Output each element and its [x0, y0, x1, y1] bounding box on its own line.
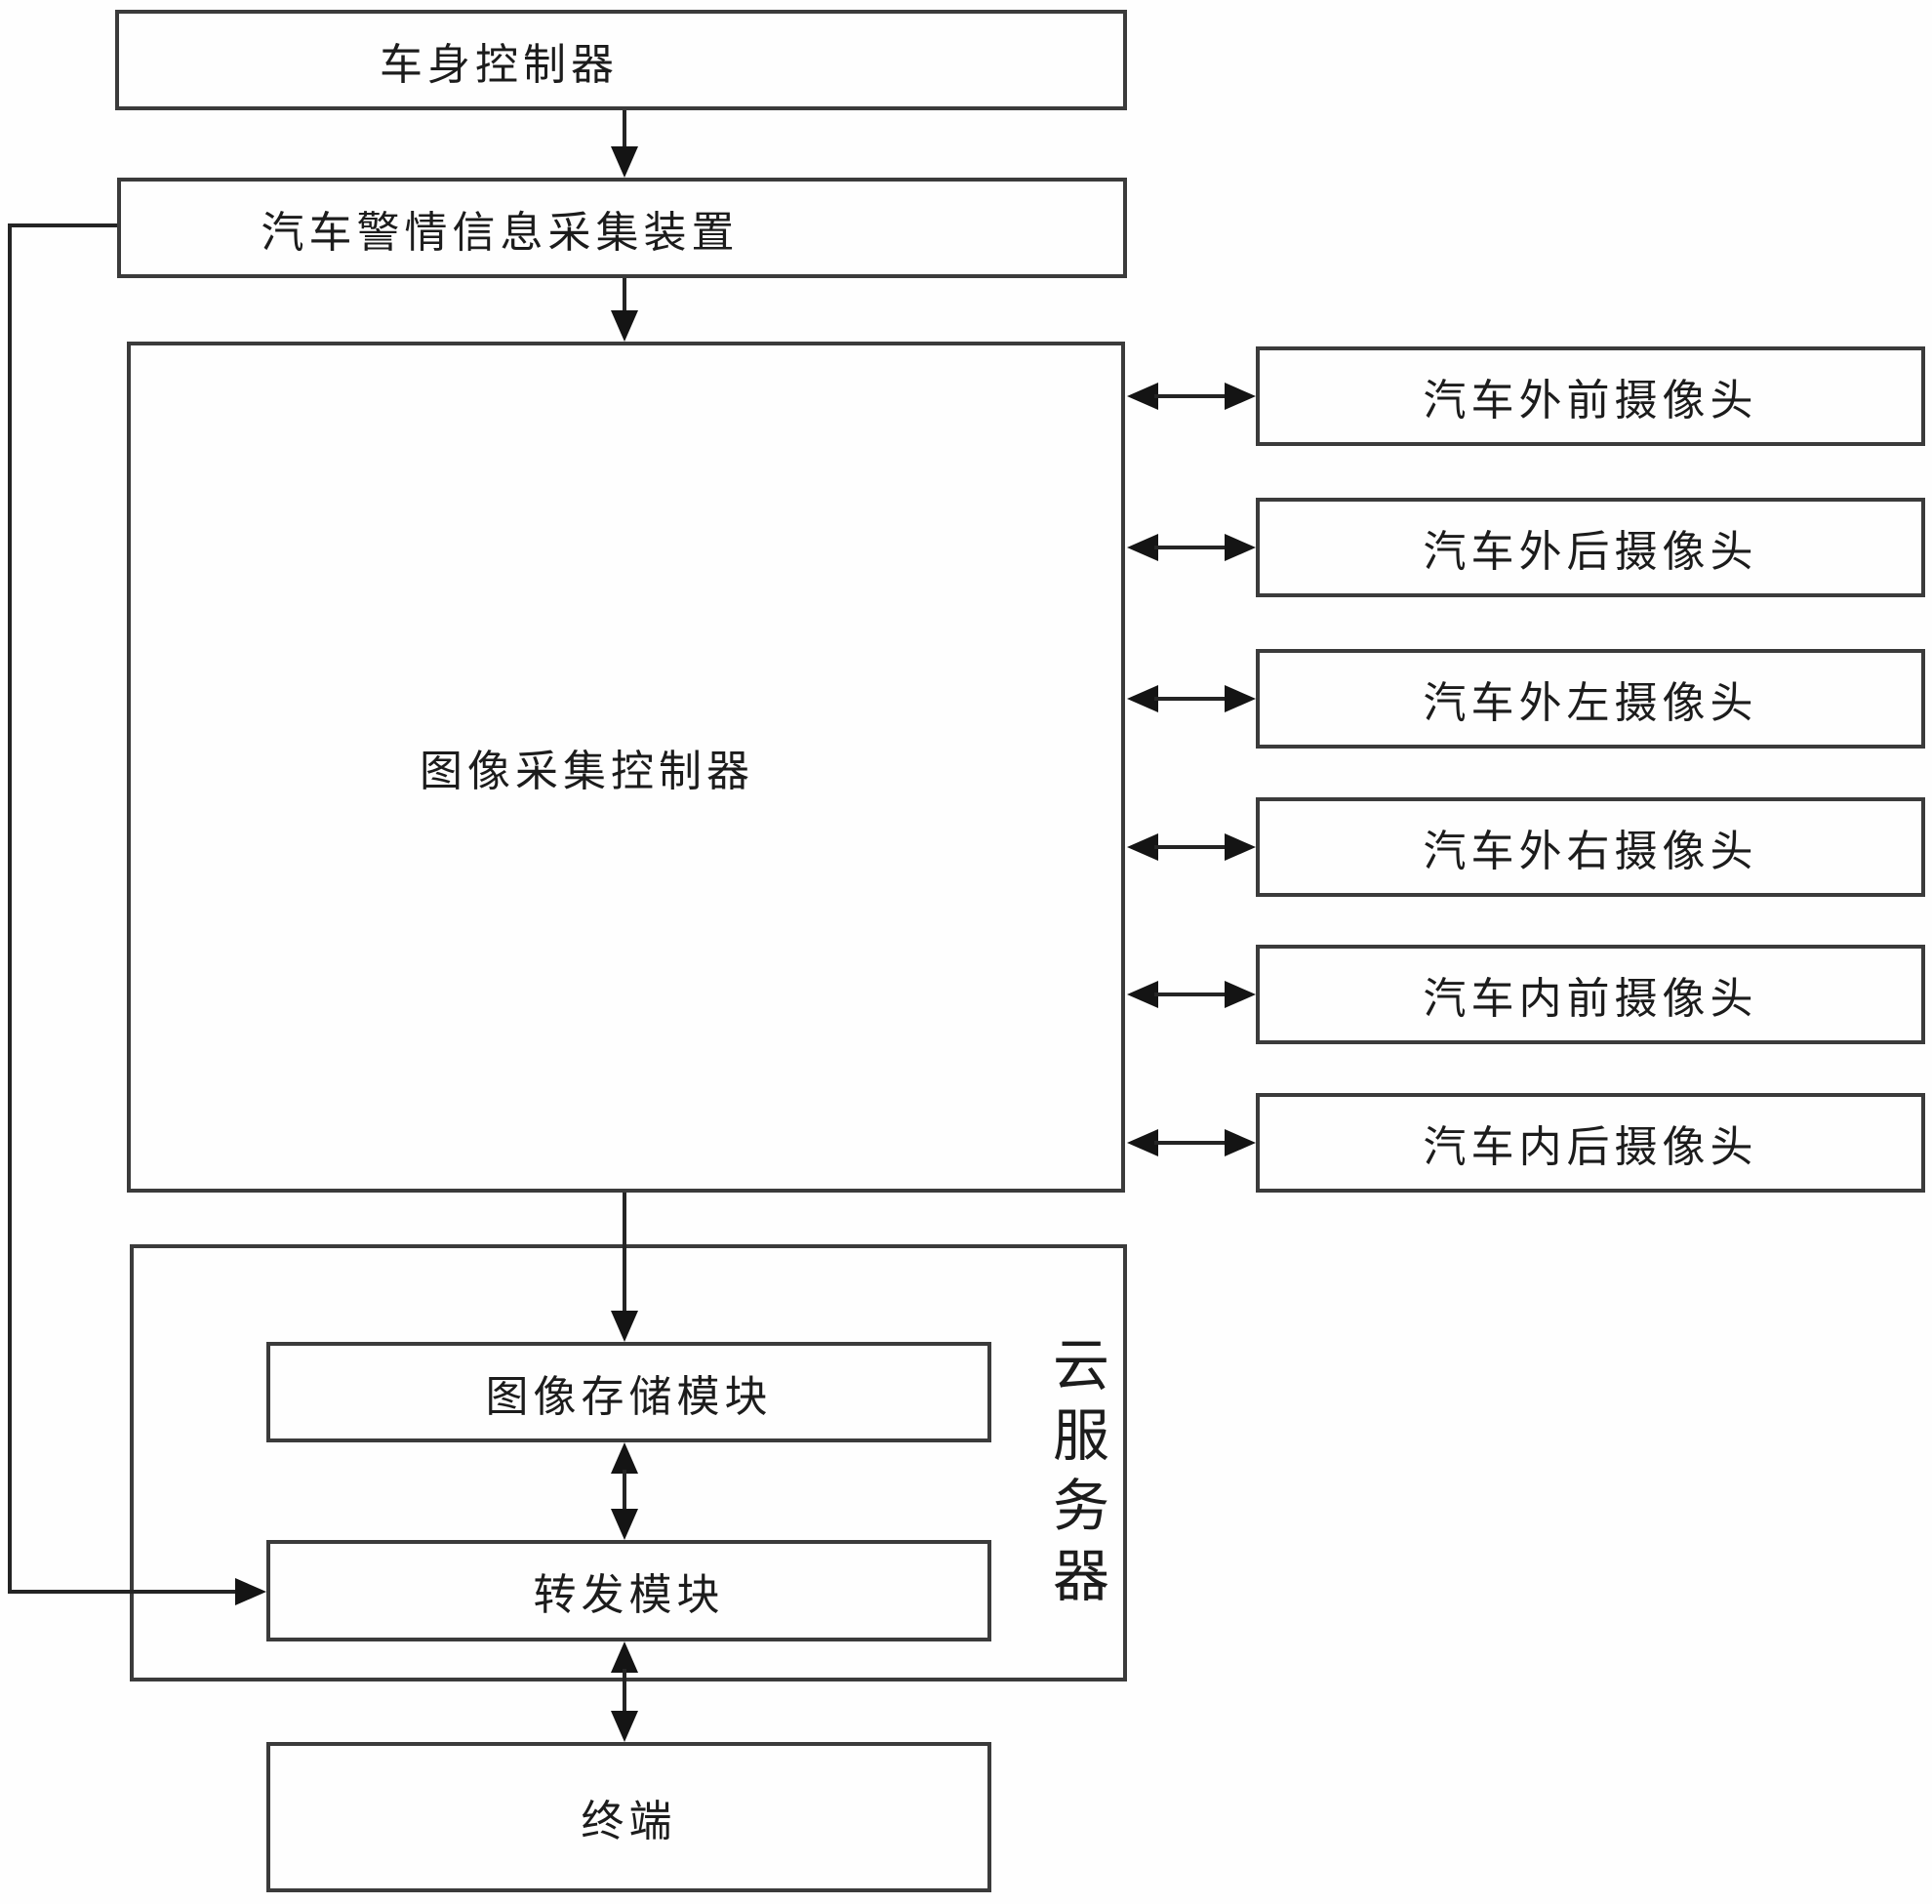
camera-exterior-right-label: 汽车外右摄像头: [1423, 828, 1758, 875]
feedback-path-vertical-segment: [8, 223, 12, 1594]
box-camera-exterior-rear: 汽车外后摄像头: [1256, 498, 1925, 597]
arrow-cam2-line: [1154, 546, 1228, 549]
arrow-cam4-line: [1154, 845, 1228, 849]
box-camera-exterior-right: 汽车外右摄像头: [1256, 797, 1925, 897]
box-camera-exterior-left: 汽车外左摄像头: [1256, 649, 1925, 749]
arrow-storage-forward-up-head: [611, 1442, 638, 1474]
arrow-body-to-collector-line: [623, 110, 626, 149]
alarm-info-collector-label: 汽车警情信息采集装置: [261, 208, 740, 257]
forwarding-module-label: 转发模块: [533, 1571, 725, 1619]
arrow-forward-terminal-up-head: [611, 1641, 638, 1673]
arrow-cam6-left-head: [1127, 1129, 1158, 1156]
arrow-cam1-left-head: [1127, 383, 1158, 410]
arrow-controller-to-storage-line: [623, 1193, 626, 1314]
arrow-cam5-left-head: [1127, 981, 1158, 1008]
box-camera-interior-front: 汽车内前摄像头: [1256, 945, 1925, 1044]
camera-exterior-rear-label: 汽车外后摄像头: [1423, 528, 1758, 576]
feedback-path-bottom-segment: [8, 1590, 237, 1594]
box-cloud-server-container: [130, 1244, 1127, 1681]
arrow-cam4-right-head: [1225, 833, 1256, 861]
arrow-collector-to-controller-head: [611, 310, 638, 342]
box-body-controller: 车身控制器: [115, 10, 1127, 110]
feedback-path-arrow-head: [235, 1578, 266, 1605]
arrow-cam3-left-head: [1127, 685, 1158, 712]
arrow-cam3-right-head: [1225, 685, 1256, 712]
box-image-storage-module: 图像存储模块: [266, 1342, 991, 1442]
arrow-body-to-collector-head: [611, 146, 638, 178]
arrow-cam1-line: [1154, 394, 1228, 398]
arrow-storage-forward-line: [623, 1470, 626, 1515]
cloud-server-label: 云服务器: [1044, 1335, 1107, 1616]
arrow-cam1-right-head: [1225, 383, 1256, 410]
camera-interior-rear-label: 汽车内后摄像头: [1423, 1123, 1758, 1171]
box-camera-exterior-front: 汽车外前摄像头: [1256, 346, 1925, 446]
terminal-label: 终端: [581, 1798, 677, 1845]
arrow-controller-to-storage-head: [611, 1311, 638, 1342]
camera-exterior-left-label: 汽车外左摄像头: [1423, 679, 1758, 727]
camera-exterior-front-label: 汽车外前摄像头: [1423, 377, 1758, 425]
image-acquisition-controller-label: 图像采集控制器: [420, 748, 754, 795]
arrow-forward-terminal-down-head: [611, 1711, 638, 1742]
arrow-collector-to-controller-line: [623, 278, 626, 313]
arrow-cam6-right-head: [1225, 1129, 1256, 1156]
arrow-cam3-line: [1154, 697, 1228, 701]
arrow-cam6-line: [1154, 1141, 1228, 1145]
arrow-cam2-right-head: [1225, 534, 1256, 561]
box-camera-interior-rear: 汽车内后摄像头: [1256, 1093, 1925, 1193]
box-forwarding-module: 转发模块: [266, 1540, 991, 1641]
arrow-storage-forward-down-head: [611, 1509, 638, 1540]
box-terminal: 终端: [266, 1742, 991, 1892]
camera-interior-front-label: 汽车内前摄像头: [1423, 975, 1758, 1023]
box-image-acquisition-controller: 图像采集控制器: [127, 342, 1125, 1193]
feedback-path-top-segment: [8, 223, 117, 227]
arrow-cam4-left-head: [1127, 833, 1158, 861]
arrow-cam5-line: [1154, 993, 1228, 996]
box-alarm-info-collector: 汽车警情信息采集装置: [117, 178, 1127, 278]
arrow-cam2-left-head: [1127, 534, 1158, 561]
body-controller-label: 车身控制器: [380, 40, 619, 89]
image-storage-module-label: 图像存储模块: [485, 1372, 773, 1421]
arrow-cam5-right-head: [1225, 981, 1256, 1008]
arrow-forward-terminal-line: [623, 1669, 626, 1717]
